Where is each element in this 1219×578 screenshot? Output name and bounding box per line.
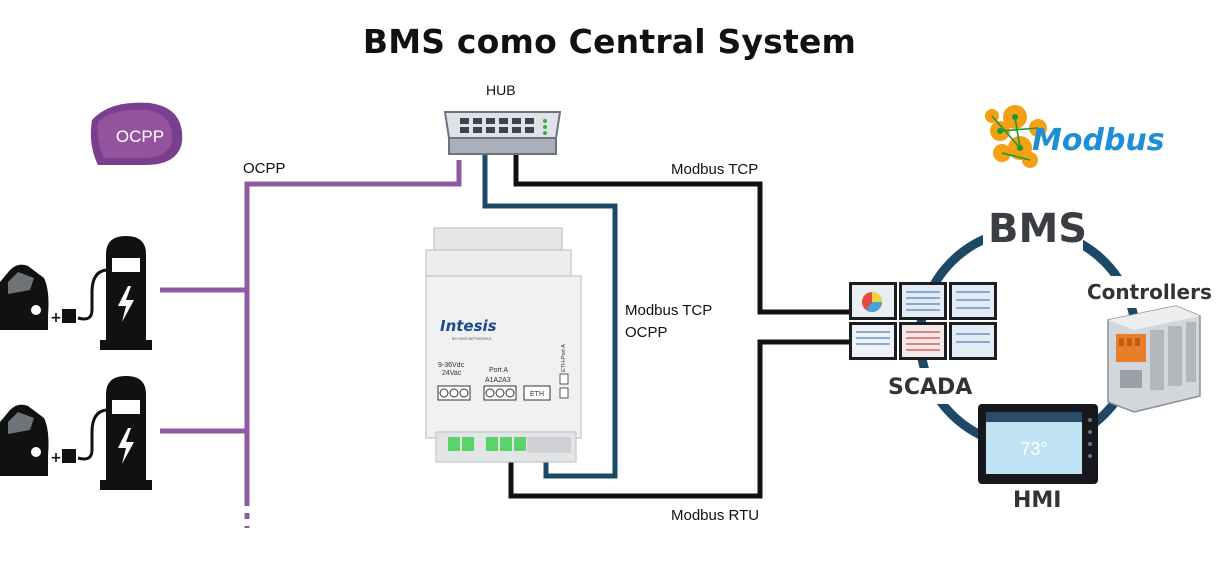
ocpp-mid-label: OCPP <box>625 324 668 341</box>
modbus-tcp-device-line <box>482 155 618 479</box>
title: BMS como Central System <box>362 22 857 61</box>
power-label-2: 24Vac <box>442 370 462 377</box>
ocpp-connection-lines <box>160 160 462 528</box>
modbus-tcp-mid-label: Modbus TCP <box>625 302 713 319</box>
ev-car-2 <box>0 404 49 476</box>
eth-label: ETH <box>530 391 544 398</box>
modbus-logo: Modbus <box>985 105 1165 168</box>
plus-sign-1: + <box>50 310 62 326</box>
hmi-temperature: 73° <box>1020 439 1047 459</box>
modbus-logo-text: Modbus <box>1032 123 1165 158</box>
bms-label: BMS <box>988 206 1088 252</box>
ev-charger-2: + <box>50 376 152 490</box>
plus-sign-2: + <box>50 450 62 466</box>
ocpp-logo: OCPP <box>90 102 183 165</box>
modbus-tcp-top-label: Modbus TCP <box>671 161 759 178</box>
controller-plc <box>1107 305 1201 413</box>
modbus-rtu-label: Modbus RTU <box>671 507 760 524</box>
ocpp-logo-text: OCPP <box>116 127 164 146</box>
ocpp-line-label: OCPP <box>243 160 286 177</box>
intesis-gateway: Intesis BY HMS NETWORKS 9-36Vdc 24Vac Po… <box>425 227 582 463</box>
controllers-label: Controllers <box>1087 280 1212 304</box>
ev-charger-1: + <box>50 236 152 350</box>
eth-port-side-label: ETH-Port A <box>561 344 567 372</box>
port-label: Port A <box>489 367 508 374</box>
hub-switch <box>443 111 562 155</box>
intesis-brand-sub: BY HMS NETWORKS <box>452 336 492 341</box>
black-connection-lines <box>508 155 852 499</box>
hub-label: HUB <box>486 82 516 98</box>
scada-monitors <box>849 282 997 360</box>
ev-car-1 <box>0 264 49 330</box>
scada-label: SCADA <box>888 375 973 400</box>
hmi-panel: 73° <box>978 404 1098 484</box>
hmi-label: HMI <box>1013 488 1062 513</box>
power-label: 9-36Vdc <box>438 362 465 369</box>
port-pins: A1A2A3 <box>485 377 511 384</box>
intesis-brand: Intesis <box>440 317 497 335</box>
